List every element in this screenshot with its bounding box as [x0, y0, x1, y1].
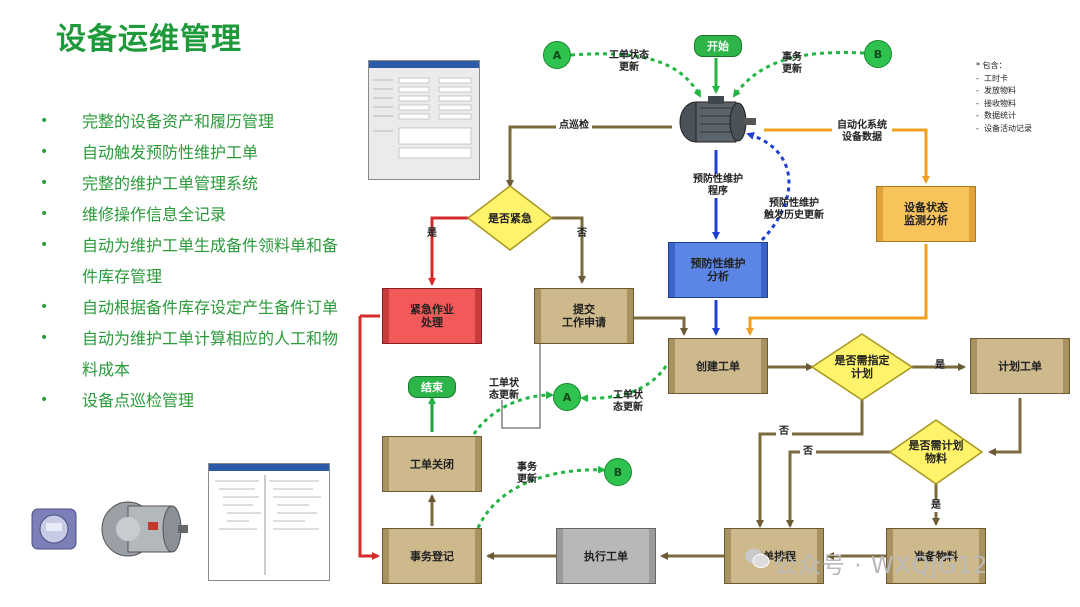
- feature-list: 完整的设备资产和履历管理 自动触发预防性维护工单 完整的维护工单管理系统 维修操…: [40, 106, 340, 416]
- software-screenshot-form: [368, 60, 480, 180]
- label-no-need-material: 否: [800, 446, 816, 458]
- software-screenshot-tree: [208, 463, 330, 581]
- transaction-record-node: 事务登记: [382, 528, 482, 584]
- feature-item: 维修操作信息全记录: [40, 199, 340, 230]
- feature-item: 自动根据备件库存设定产生备件订单: [40, 292, 340, 323]
- connector-b-bottom: B: [604, 458, 632, 486]
- execute-wo-node: 执行工单: [556, 528, 656, 584]
- label-auto-system-data: 自动化系统 设备数据: [832, 120, 892, 144]
- decision-urgent: 是否紧急: [488, 211, 532, 225]
- decision-need-plan: 是否需指定 计划: [834, 354, 890, 380]
- label-pm-program: 预防性维护 程序: [688, 174, 748, 198]
- page-title: 设备运维管理: [56, 22, 242, 57]
- start-terminal: 开始: [694, 35, 742, 57]
- label-no-need-plan: 否: [776, 426, 792, 438]
- label-transaction-update-top: 事务 更新: [782, 52, 802, 75]
- label-wo-status-update-top: 工单状态 更新: [609, 50, 649, 73]
- schedule-wo-node: 工单排程: [724, 528, 824, 584]
- label-transaction-update-bottom: 事务 更新: [517, 462, 537, 485]
- connector-b-top: B: [864, 40, 892, 68]
- label-yes-need-material: 是: [928, 500, 944, 512]
- plan-wo-node: 计划工单: [970, 338, 1070, 394]
- label-yes-urgent: 是: [427, 228, 437, 239]
- controller-device-image: [31, 508, 77, 550]
- wechat-icon: [745, 548, 770, 568]
- legend-item: - 接收物料: [976, 98, 1016, 108]
- feature-item: 自动为维护工单计算相应的人工和物料成本: [40, 323, 340, 385]
- feature-item: 设备点巡检管理: [40, 385, 340, 416]
- legend-heading: * 包含：: [976, 61, 1007, 70]
- legend-includes: * 包含： - 工时卡 - 发放物料 - 接收物料 - 数据统计 - 设备活动记…: [976, 60, 1032, 135]
- label-pm-trigger-history: 预防性维护 触发历史更新: [764, 198, 824, 221]
- end-terminal: 结束: [408, 376, 456, 398]
- prepare-material-node: 准备物料: [886, 528, 986, 584]
- feature-item: 自动为维护工单生成备件领料单和备件库存管理: [40, 230, 340, 292]
- motor-image-small: [101, 501, 188, 557]
- label-inspection: 点巡检: [556, 120, 592, 132]
- legend-item: - 设备活动记录: [976, 123, 1032, 133]
- legend-item: - 发放物料: [976, 86, 1016, 95]
- submit-request-node: 提交 工作申请: [534, 288, 634, 344]
- label-no-urgent: 否: [577, 228, 587, 239]
- label-wo-status-update-mid-right: 工单状 态更新: [613, 390, 643, 413]
- label-yes-need-plan: 是: [935, 360, 945, 371]
- close-wo-node: 工单关闭: [382, 436, 482, 492]
- decision-need-plan-material: 是否需计划 物料: [908, 439, 964, 465]
- legend-item: - 数据统计: [976, 111, 1016, 120]
- watermark-text: 公众号 · WXQJG12: [774, 553, 989, 579]
- feature-item: 完整的维护工单管理系统: [40, 168, 340, 199]
- condition-monitor-node: 设备状态 监测分析: [876, 186, 976, 242]
- urgent-work-node: 紧急作业 处理: [382, 288, 482, 344]
- connector-a-top: A: [543, 41, 571, 69]
- create-wo-node: 创建工单: [668, 338, 768, 394]
- feature-item: 自动触发预防性维护工单: [40, 137, 340, 168]
- connector-a-mid: A: [553, 383, 581, 411]
- legend-item: - 工时卡: [976, 73, 1008, 83]
- feature-item: 完整的设备资产和履历管理: [40, 106, 340, 137]
- label-wo-status-update-mid-left: 工单状 态更新: [489, 378, 519, 401]
- pm-analysis-node: 预防性维护 分析: [668, 242, 768, 298]
